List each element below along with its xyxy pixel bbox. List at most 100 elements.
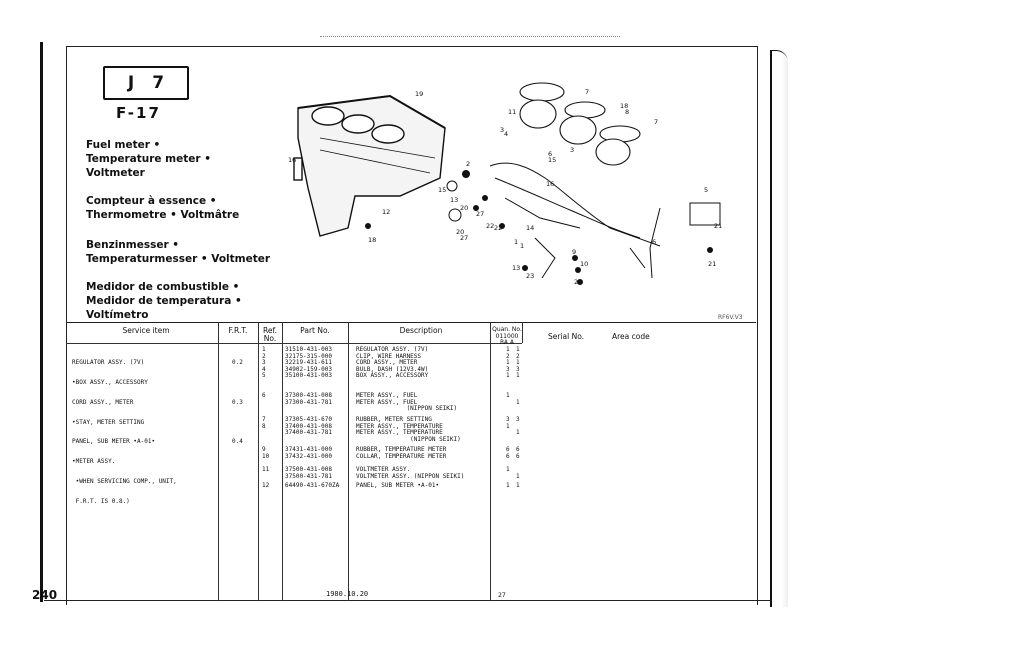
service-item: CORD ASSY., METER xyxy=(72,398,134,406)
parts-table: Service item F.R.T. Ref. No. Part No. De… xyxy=(66,322,756,601)
quantity-cell: 3 xyxy=(506,365,510,373)
scan-edge-top xyxy=(320,36,620,37)
callout-number: 3 xyxy=(500,126,504,134)
description-cell: REGULATOR ASSY. (7V) xyxy=(356,346,429,353)
title-english: Fuel meter • Temperature meter • Voltmet… xyxy=(86,138,211,180)
callout-number: 16 xyxy=(546,180,554,188)
quantity-cell: 1 xyxy=(506,346,510,353)
quantity-cell: 1 xyxy=(506,392,510,399)
callout-number: 3 xyxy=(570,146,574,154)
ref-no-cell: 3 xyxy=(262,359,266,366)
callout-number: 7 xyxy=(654,118,658,126)
description-cell: (NIPPON SEIKI) xyxy=(356,405,458,412)
footer-code: 27 xyxy=(498,591,506,599)
service-item: •STAY, METER SETTING xyxy=(72,418,145,426)
part-no-cell: 37431-431-000 xyxy=(285,446,332,453)
callout-number: 15 xyxy=(438,186,446,194)
callout-number: 15 xyxy=(548,156,556,164)
part-no-cell: 37500-431-008 xyxy=(285,466,332,473)
ref-no-cell: 5 xyxy=(262,372,266,379)
quantity-cell: 6 xyxy=(516,446,520,453)
part-no-cell: 32175-315-000 xyxy=(285,352,332,360)
quantity-cell: 3 xyxy=(506,416,510,423)
ref-no-cell: 8 xyxy=(262,422,266,430)
callout-number: 24 xyxy=(574,278,582,286)
quantity-cell: 1 xyxy=(516,346,520,353)
title-line: Medidor de combustible • xyxy=(86,281,240,293)
service-item: •METER ASSY. xyxy=(72,458,116,466)
page-curl-edge xyxy=(770,50,788,607)
title-line: Compteur à essence • xyxy=(86,195,217,207)
quantity-cell: 1 xyxy=(516,398,520,406)
figure-code: F-17 xyxy=(116,104,161,122)
description-cell: METER ASSY., TEMPERATURE xyxy=(356,422,443,430)
header-description: Description xyxy=(399,326,443,335)
part-no-cell: 32219-431-611 xyxy=(285,359,332,366)
title-line: Voltímetro xyxy=(86,309,149,321)
callout-number: 18 xyxy=(368,236,376,244)
description-cell: COLLAR, TEMPERATURE METER xyxy=(356,452,447,460)
header-frt: F.R.T. xyxy=(228,326,248,335)
ref-no-cell: 7 xyxy=(262,416,266,423)
title-line: Fuel meter • xyxy=(86,139,161,151)
part-no-cell: 37300-431-008 xyxy=(285,392,332,399)
description-cell: VOLTMETER ASSY. xyxy=(356,466,411,473)
quantity-cell: 1 xyxy=(506,372,510,379)
part-no-cell: 37400-431-008 xyxy=(285,422,332,430)
section-code-box: J 7 xyxy=(103,66,189,100)
description-cell: CLIP, WIRE HARNESS xyxy=(356,352,422,360)
quantity-cell: 2 xyxy=(516,352,520,360)
frt-value: 0.3 xyxy=(232,398,243,406)
sub-meter-panel xyxy=(293,94,446,237)
quantity-cell: 1 xyxy=(506,359,510,366)
quantity-cell: 1 xyxy=(516,359,520,366)
callout-number: 13 xyxy=(450,196,458,204)
callout-number: 22 xyxy=(486,222,494,230)
service-items-list: REGULATOR ASSY. (7V) •BOX ASSY., ACCESSO… xyxy=(72,347,177,518)
title-german: Benzinmesser • Temperaturmesser • Voltme… xyxy=(86,238,270,266)
callout-number: 6 xyxy=(652,238,656,246)
service-item: REGULATOR ASSY. (7V) xyxy=(72,359,145,367)
callout-number: 20 xyxy=(460,204,468,212)
header-area-code: Area code xyxy=(612,332,650,341)
description-cell: VOLTMETER ASSY. (NIPPON SEIKI) xyxy=(356,472,465,480)
ref-no-cell: 1 xyxy=(262,346,266,353)
part-no-cell: 34902-159-003 xyxy=(285,365,332,373)
quantity-cell: 3 xyxy=(516,365,520,373)
title-spanish: Medidor de combustible • Medidor de temp… xyxy=(86,280,242,322)
callout-number: 4 xyxy=(504,130,508,138)
callout-number: 8 xyxy=(625,108,629,116)
quantity-cell: 6 xyxy=(516,452,520,460)
drawing-reference-mark: RF6V.V3 xyxy=(718,314,743,321)
page-number: 240 xyxy=(32,588,58,602)
ref-no-cell: 10 xyxy=(262,452,270,460)
callout-number: 16 xyxy=(288,156,296,164)
ref-no-cell: 2 xyxy=(262,352,266,360)
service-item: •WHEN SERVICING COMP., UNIT, xyxy=(72,477,177,485)
title-line: Medidor de temperatura • xyxy=(86,295,242,307)
part-no-cell: 37500-431-781 xyxy=(285,472,332,480)
title-line: Temperaturmesser • Voltmeter xyxy=(86,253,271,265)
callout-number: 9 xyxy=(572,248,576,256)
quantity-cell: 1 xyxy=(516,472,520,480)
part-no-cell: 37300-431-781 xyxy=(285,398,332,406)
ref-no-cell: 9 xyxy=(262,446,266,453)
part-no-cell: 37432-431-000 xyxy=(285,452,332,460)
callout-number: 20 xyxy=(456,228,464,236)
description-cell: METER ASSY., FUEL xyxy=(356,398,418,406)
callout-number: 23 xyxy=(526,272,534,280)
service-item: F.R.T. IS 0.8.) xyxy=(72,497,130,505)
title-french: Compteur à essence • Thermometre • Voltm… xyxy=(86,194,239,222)
part-no-cell: 64490-431-670ZA xyxy=(285,482,340,489)
callout-number: 27 xyxy=(460,234,468,242)
title-line: Thermometre • Voltmâtre xyxy=(86,209,240,221)
service-item: •BOX ASSY., ACCESSORY xyxy=(72,378,148,386)
title-line: Voltmeter xyxy=(86,167,145,179)
quantity-cell: 1 xyxy=(506,482,510,489)
description-cell: BOX ASSY., ACCESSORY xyxy=(356,372,429,379)
quantity-cell: 6 xyxy=(506,446,510,453)
frt-values: 0.2 0.3 0.4 xyxy=(232,347,246,459)
callout-number: 10 xyxy=(580,260,588,268)
page-frame xyxy=(66,46,758,605)
